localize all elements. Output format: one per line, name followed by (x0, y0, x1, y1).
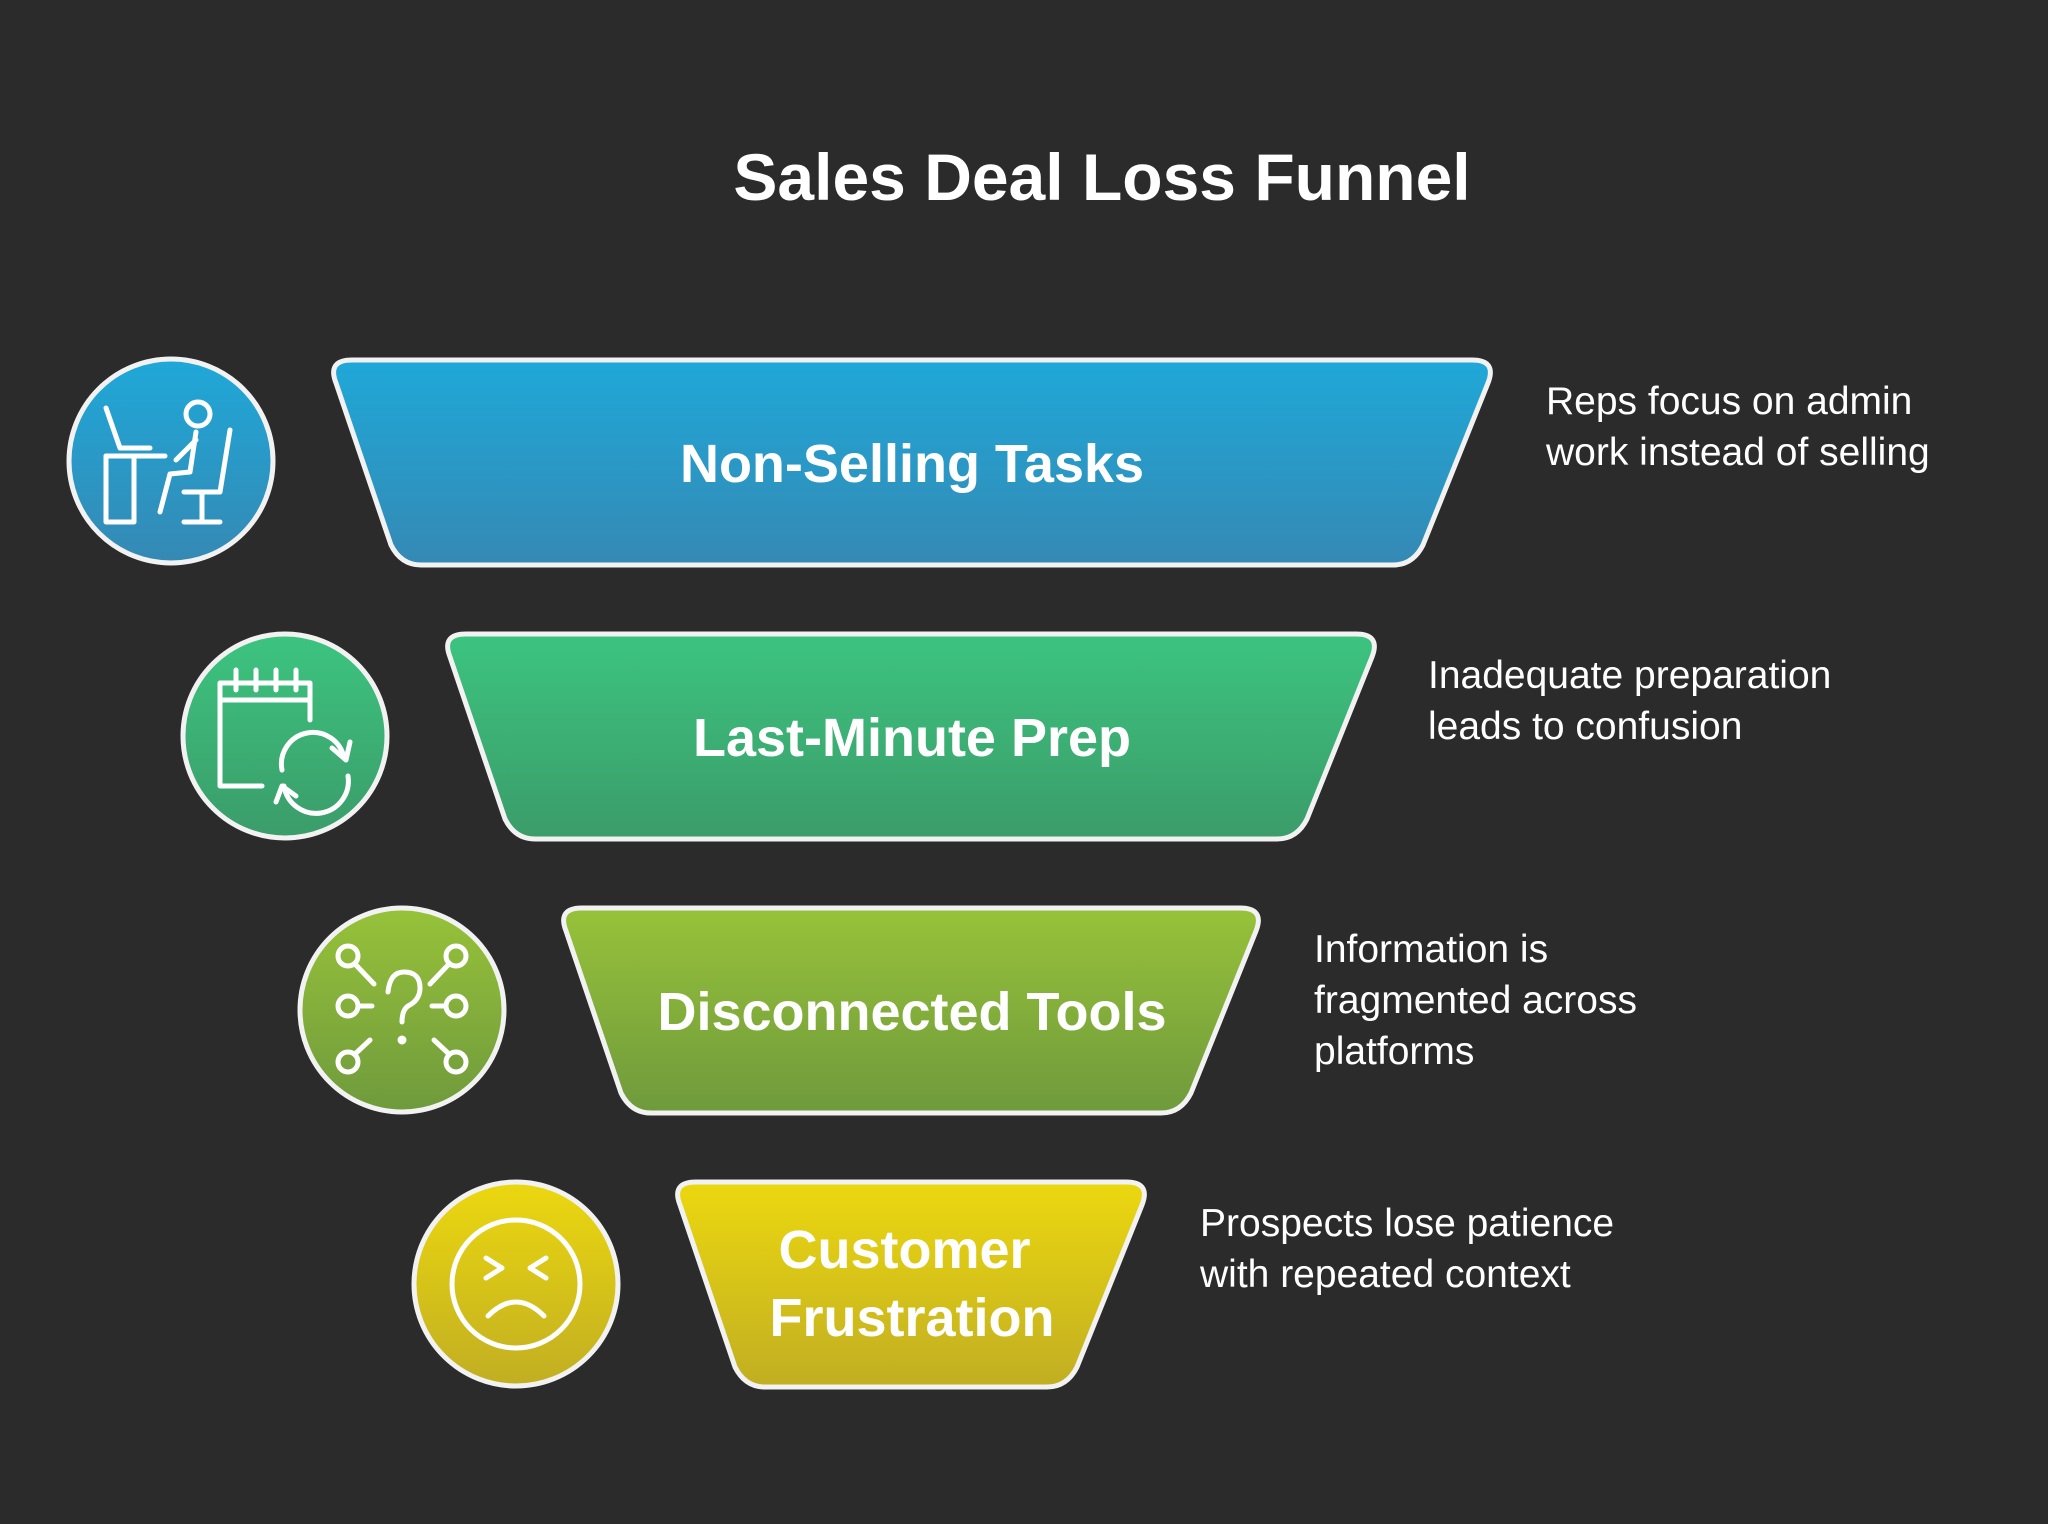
question-network-icon (297, 905, 507, 1115)
funnel-stage-non-selling-tasks: Non-Selling Tasks Reps focus on admi (66, 356, 1930, 568)
funnel-segment (561, 905, 1261, 1116)
stage-label: Last-Minute Prep (693, 708, 1131, 768)
calendar-refresh-icon (180, 631, 390, 841)
funnel-stage-disconnected-tools: Disconnected Tools Informat (297, 905, 1648, 1116)
funnel-segment (675, 1179, 1147, 1390)
desk-worker-icon (66, 356, 276, 566)
stage-label: Customer Frustration (769, 1220, 1054, 1348)
stage-description: Prospects lose patience with repeated co… (1199, 1202, 1625, 1296)
funnel-stage-customer-frustration: Customer Frustration Prospects lose pati… (411, 1179, 1625, 1390)
stage-label: Non-Selling Tasks (680, 434, 1144, 494)
stage-label: Disconnected Tools (657, 982, 1166, 1042)
frustrated-face-icon (411, 1179, 621, 1389)
stage-description: Inadequate preparation leads to confusio… (1428, 654, 1842, 748)
stage-description: Information is fragmented across platfor… (1314, 928, 1648, 1073)
funnel-segment (445, 631, 1377, 842)
funnel-segment (331, 357, 1493, 568)
stage-description: Reps focus on admin work instead of sell… (1545, 380, 1930, 474)
funnel-stage-last-minute-prep: Last-Minute Prep Inadequate preparation … (180, 631, 1842, 842)
diagram-title: Sales Deal Loss Funnel (733, 140, 1470, 214)
